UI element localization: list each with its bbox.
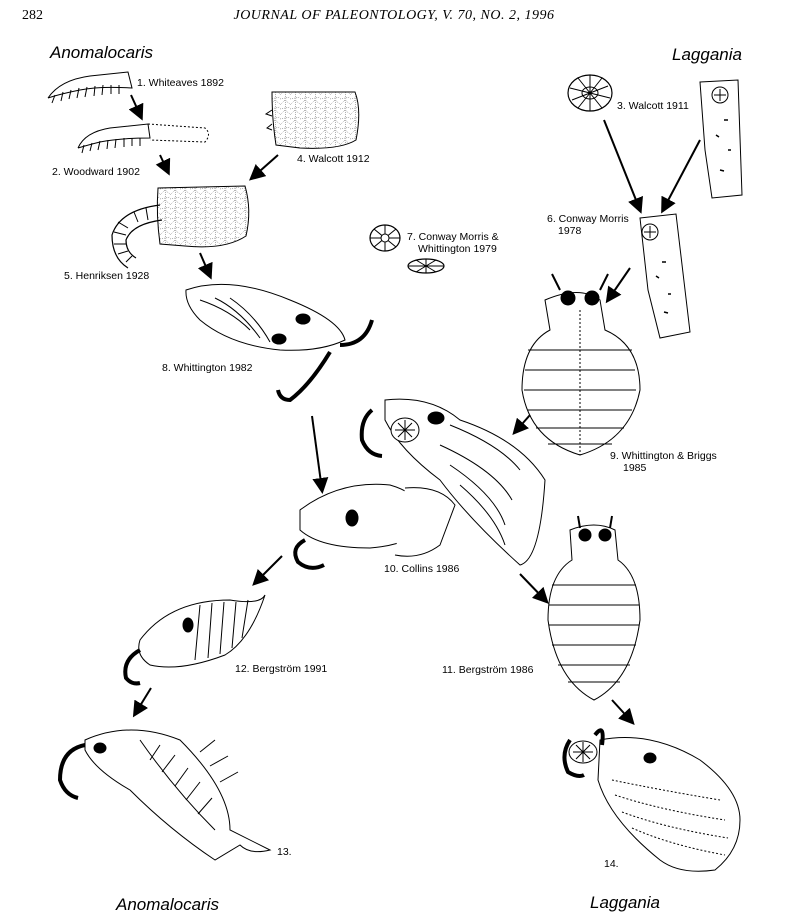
label-9a: 9. Whittington & Briggs [610,450,717,462]
arrow-3a-to-6 [603,119,643,214]
label-3: 3. Walcott 1911 [617,100,689,112]
label-2: 2. Woodward 1902 [52,166,140,178]
lineage-arrows [128,94,701,725]
arrow-5-to-8 [197,252,213,280]
arrow-2-to-5 [155,154,171,176]
arrow-6-to-9 [605,267,631,304]
label-6a: 6. Conway Morris [547,213,629,225]
label-14: 14. [604,858,619,870]
fig4-shield [264,91,360,149]
label-7a: 7. Conway Morris & [407,231,499,243]
fig11-laggania [547,515,641,701]
label-6b: 1978 [558,225,582,237]
fig5-henriksen-composite [111,185,250,269]
fig6-laggania [639,213,691,339]
fig14-laggania [562,728,741,872]
label-11: 11. Bergström 1986 [442,664,534,676]
arrow-10-to-11 [519,573,549,604]
fig12-anomalocaris [123,594,266,686]
arrow-9-to-10 [512,414,531,435]
label-13: 13. [277,846,292,858]
fig9-laggania [521,273,641,456]
arrow-11-to-14 [611,699,635,725]
arrow-12-to-13 [132,687,152,718]
journal-title: JOURNAL OF PALEONTOLOGY, V. 70, NO. 2, 1… [233,8,555,23]
label-5: 5. Henriksen 1928 [64,270,150,282]
arrow-4-to-5 [249,154,279,181]
arrow-8-to-10 [311,415,329,494]
fig10-collins [293,398,546,570]
label-1: 1. Whiteaves 1892 [137,77,224,89]
page-number: 282 [22,8,43,23]
label-7b: Whittington 1979 [418,243,497,255]
arrow-10-to-12 [252,555,283,586]
page-header: 282 JOURNAL OF PALEONTOLOGY, V. 70, NO. … [14,8,774,28]
arrow-1-to-2 [128,94,144,121]
arrow-3b-to-6 [661,139,701,214]
genus-laggania-top: Laggania [672,45,742,64]
label-10: 10. Collins 1986 [384,563,460,575]
fig8-anomalocaris [185,283,374,403]
fig3-laggania-fossils [567,74,743,199]
genus-laggania-bottom: Laggania [590,893,660,912]
fig13-anomalocaris [57,729,272,861]
label-8: 8. Whittington 1982 [162,362,253,374]
genus-anomalocaris-bottom: Anomalocaris [116,895,219,914]
label-4: 4. Walcott 1912 [297,153,370,165]
label-9b: 1985 [623,462,647,474]
fig7-oral-discs [369,224,445,274]
genus-anomalocaris-top: Anomalocaris [50,43,153,62]
label-12: 12. Bergström 1991 [235,663,328,675]
fig1-appendage [47,71,133,104]
fig2-appendage [77,123,209,154]
